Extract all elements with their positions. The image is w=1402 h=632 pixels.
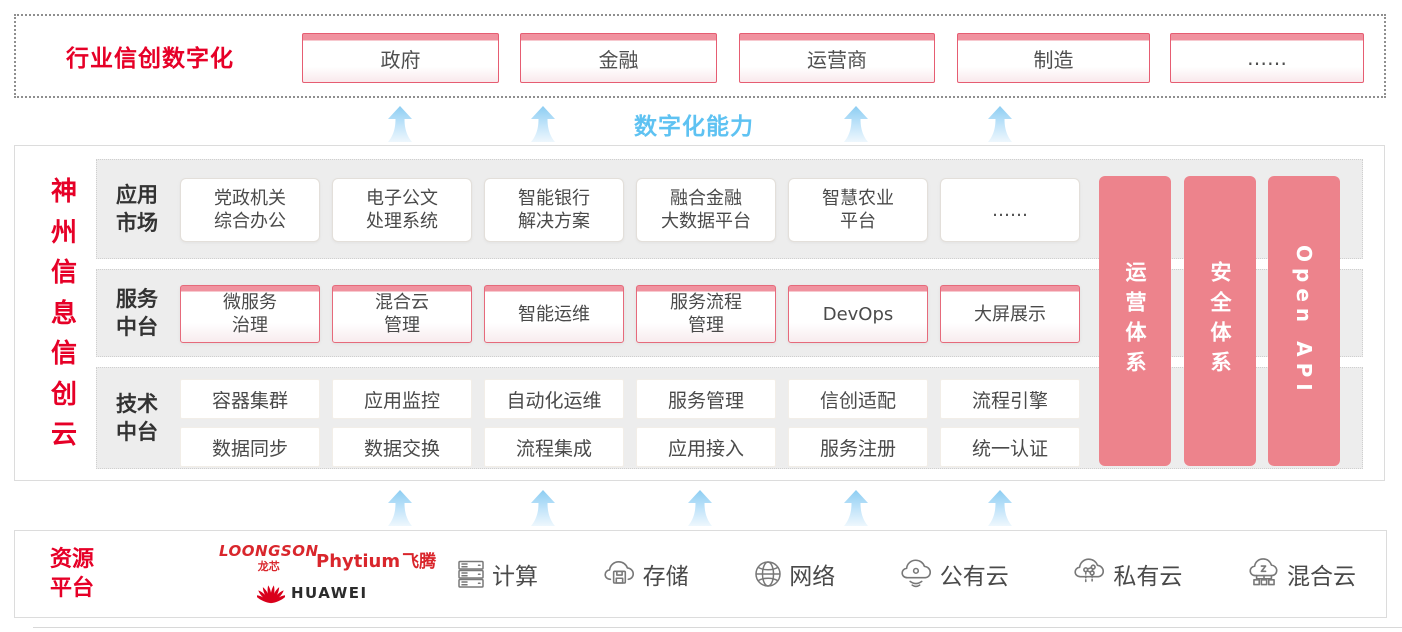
service-box: 智能运维 xyxy=(484,285,624,343)
loongson-logo-text: LOONGSON xyxy=(219,542,319,560)
bottom-divider xyxy=(33,627,1402,628)
industry-digitalization-panel: 行业信创数字化 政府 金融 运营商 制造 …… xyxy=(14,14,1386,98)
tech-box: 数据交换 xyxy=(332,427,472,467)
huawei-flower-icon xyxy=(257,585,285,604)
cloud-platform-panel: 神州信息信创云 应用市场 党政机关 综合办公 电子公文 处理系统 智能银行 解决… xyxy=(14,145,1385,481)
app-box: 智慧农业 平台 xyxy=(788,178,928,242)
storage-cloud-icon xyxy=(603,561,634,584)
tech-box: 信创适配 xyxy=(788,379,928,419)
tech-box: 数据同步 xyxy=(180,427,320,467)
resource-item-public-cloud: 公有云 xyxy=(899,557,1009,591)
resource-platform-panel: 资源平台 LOONGSON 龙芯 Phytium 飞腾 xyxy=(14,530,1387,618)
tech-box: 应用接入 xyxy=(636,427,776,467)
app-box-more: …… xyxy=(940,178,1080,242)
phytium-logo-text: Phytium xyxy=(316,551,401,572)
tech-box: 统一认证 xyxy=(940,427,1080,467)
hybrid-cloud-icon xyxy=(1249,558,1278,586)
public-cloud-icon xyxy=(901,559,931,588)
app-box: 电子公文 处理系统 xyxy=(332,178,472,242)
up-arrow-icon xyxy=(531,490,555,526)
tech-box: 服务管理 xyxy=(636,379,776,419)
capability-band-label: 数字化能力 xyxy=(634,114,754,140)
loongson-logo-subtext: 龙芯 xyxy=(257,560,280,573)
industry-box-government: 政府 xyxy=(302,33,499,83)
loongson-logo: LOONGSON 龙芯 xyxy=(219,542,319,574)
row-label-technology-platform: 技术中台 xyxy=(116,392,158,444)
up-arrow-icon xyxy=(988,106,1012,142)
up-arrow-icon xyxy=(844,490,868,526)
service-box: 混合云 管理 xyxy=(332,285,472,343)
industry-panel-title: 行业信创数字化 xyxy=(66,46,234,72)
resource-label: 混合云 xyxy=(1286,564,1356,590)
huawei-logo-text: HUAWEI xyxy=(291,584,368,602)
service-box: 大屏展示 xyxy=(940,285,1080,343)
industry-box-telecom: 运营商 xyxy=(739,33,935,83)
phytium-logo: Phytium 飞腾 xyxy=(316,547,436,572)
app-box: 党政机关 综合办公 xyxy=(180,178,320,242)
service-box: DevOps xyxy=(788,285,928,343)
up-arrow-icon xyxy=(844,106,868,142)
resource-item-hybrid-cloud: 混合云 xyxy=(1246,557,1356,591)
resource-item-network: 网络 xyxy=(752,557,835,591)
tech-box: 流程集成 xyxy=(484,427,624,467)
pillar-operation-system: 运营体系 xyxy=(1099,176,1171,466)
up-arrow-icon xyxy=(688,490,712,526)
industry-box-more: …… xyxy=(1170,33,1364,83)
tech-box: 容器集群 xyxy=(180,379,320,419)
tech-box: 自动化运维 xyxy=(484,379,624,419)
app-box: 智能银行 解决方案 xyxy=(484,178,624,242)
up-arrow-icon xyxy=(388,490,412,526)
resource-label: 网络 xyxy=(789,564,836,590)
row-application-market: 应用市场 党政机关 综合办公 电子公文 处理系统 智能银行 解决方案 融合金融 … xyxy=(96,159,1363,259)
resource-list: 计算 存储 网络 xyxy=(455,531,1356,617)
resource-item-private-cloud: 私有云 xyxy=(1072,557,1182,591)
resource-label: 计算 xyxy=(492,564,538,590)
app-box: 融合金融 大数据平台 xyxy=(636,178,776,242)
resource-label: 存储 xyxy=(642,564,689,590)
server-icon xyxy=(458,560,484,588)
private-cloud-icon xyxy=(1074,558,1105,583)
row-service-platform: 服务中台 微服务 治理 混合云 管理 智能运维 服务流程 管理 DevOps 大… xyxy=(96,269,1363,357)
resource-item-compute: 计算 xyxy=(455,557,538,591)
up-arrow-icon xyxy=(531,106,555,142)
industry-box-finance: 金融 xyxy=(520,33,717,83)
industry-box-manufacturing: 制造 xyxy=(957,33,1150,83)
row-label-service-platform: 服务中台 xyxy=(116,287,158,339)
service-box: 微服务 治理 xyxy=(180,285,320,343)
huawei-logo: HUAWEI xyxy=(257,581,368,605)
network-globe-icon xyxy=(755,561,781,587)
row-technology-platform: 技术中台 容器集群 应用监控 自动化运维 服务管理 信创适配 流程引擎 数据同步… xyxy=(96,367,1363,469)
up-arrow-icon xyxy=(988,490,1012,526)
pillar-security-system: 安全体系 xyxy=(1184,176,1256,466)
tech-box: 流程引擎 xyxy=(940,379,1080,419)
platform-side-title: 神州信息信创云 xyxy=(50,177,77,450)
tech-box: 服务注册 xyxy=(788,427,928,467)
row-label-application-market: 应用市场 xyxy=(116,183,158,235)
resource-label: 私有云 xyxy=(1113,564,1183,590)
phytium-logo-subtext: 飞腾 xyxy=(402,552,437,572)
resource-panel-title: 资源平台 xyxy=(49,547,94,601)
tech-box: 应用监控 xyxy=(332,379,472,419)
service-box: 服务流程 管理 xyxy=(636,285,776,343)
up-arrow-icon xyxy=(388,106,412,142)
resource-label: 公有云 xyxy=(939,564,1009,590)
pillar-open-api: Open API xyxy=(1268,176,1340,466)
resource-item-storage: 存储 xyxy=(602,557,689,591)
